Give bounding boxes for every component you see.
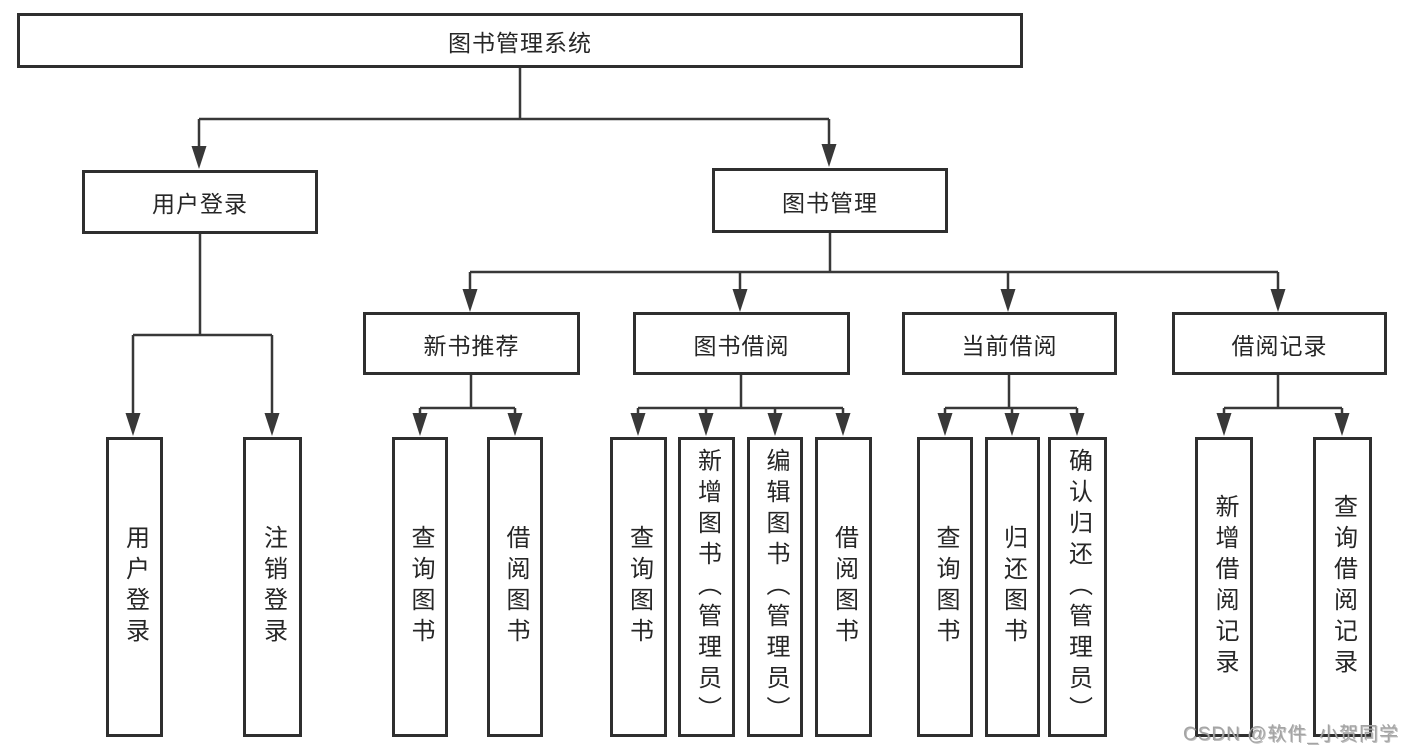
leaf-borrow-books-recommend: 借阅图书 <box>487 437 543 737</box>
leaf-logout: 注销登录 <box>243 437 302 737</box>
leaf-query-books-borrowing: 查询图书 <box>610 437 667 737</box>
watermark: CSDN @软件_小贺同学 <box>1183 724 1399 745</box>
leaf-borrow-books-borrowing: 借阅图书 <box>815 437 872 737</box>
leaf-user-login: 用户登录 <box>106 437 163 737</box>
leaf-edit-book-admin: 编辑图书（管理员） <box>747 437 803 737</box>
leaf-add-book-admin: 新增图书（管理员） <box>678 437 735 737</box>
leaf-add-borrow-record: 新增借阅记录 <box>1195 437 1253 737</box>
node-borrowing-records: 借阅记录 <box>1172 312 1387 375</box>
node-new-book-recommendation: 新书推荐 <box>363 312 580 375</box>
node-book-management: 图书管理 <box>712 168 948 233</box>
leaf-query-books-current: 查询图书 <box>917 437 973 737</box>
leaf-return-book: 归还图书 <box>985 437 1040 737</box>
leaf-query-borrow-record: 查询借阅记录 <box>1313 437 1372 737</box>
leaf-query-books-recommend: 查询图书 <box>392 437 448 737</box>
leaf-confirm-return-admin: 确认归还（管理员） <box>1048 437 1107 737</box>
node-book-borrowing: 图书借阅 <box>633 312 850 375</box>
arrowhead-icons <box>125 144 1350 436</box>
node-library-management-system: 图书管理系统 <box>17 13 1023 68</box>
node-user-login: 用户登录 <box>82 170 318 234</box>
node-current-borrowing: 当前借阅 <box>902 312 1117 375</box>
